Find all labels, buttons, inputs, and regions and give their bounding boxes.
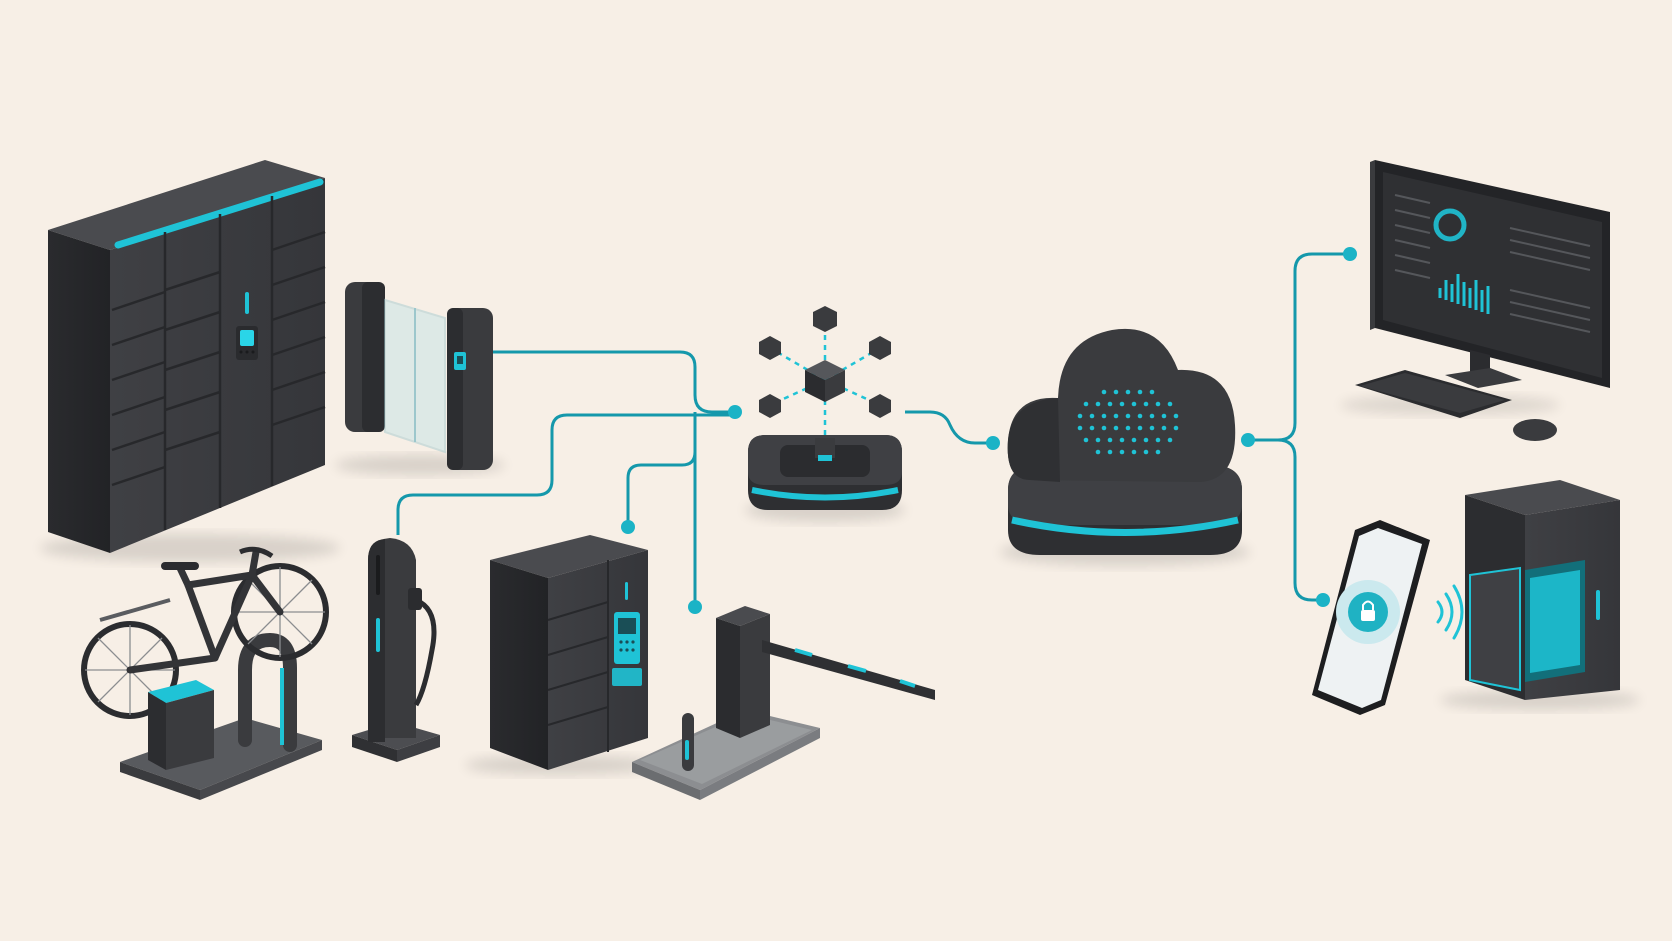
- cloud-dot: [1137, 425, 1143, 431]
- cloud-dot: [1089, 413, 1095, 419]
- cloud-dot: [1137, 389, 1143, 395]
- cloud-dot: [1143, 437, 1149, 443]
- cloud-dot: [1131, 449, 1137, 455]
- cloud-dot: [1077, 425, 1083, 431]
- cloud-dot: [1149, 389, 1155, 395]
- link-cloud-to-phone: [1277, 438, 1323, 602]
- cloud-dot: [1101, 389, 1107, 395]
- cloud-dot: [1155, 437, 1161, 443]
- cloud-dot: [1149, 413, 1155, 419]
- cloud-dot: [1119, 449, 1125, 455]
- cube-network-hub-icon: [745, 306, 905, 522]
- node-dot: [728, 405, 742, 419]
- cloud-dot: [1101, 425, 1107, 431]
- link-kiosk-to-hub: [626, 412, 697, 527]
- cloud-dot: [1167, 401, 1173, 407]
- cloud-dot: [1155, 401, 1161, 407]
- cloud-dot: [1173, 425, 1179, 431]
- cloud-dot: [1131, 437, 1137, 443]
- cloud-dot: [1083, 437, 1089, 443]
- barrier-gate-icon: [632, 606, 935, 800]
- smartphone-lock-icon: [1312, 520, 1464, 715]
- cloud-dot: [1161, 425, 1167, 431]
- connection-nodes: [621, 247, 1357, 614]
- node-dot: [688, 600, 702, 614]
- cloud-dot: [1107, 449, 1113, 455]
- cloud-dot: [1143, 449, 1149, 455]
- cloud-dot: [1095, 401, 1101, 407]
- cloud-dot: [1077, 413, 1083, 419]
- cloud-dot: [1167, 437, 1173, 443]
- cloud-dot: [1113, 389, 1119, 395]
- link-cloud-to-monitor: [1248, 252, 1350, 442]
- cloud-dot: [1155, 449, 1161, 455]
- cloud-dot: [1137, 413, 1143, 419]
- node-dot: [986, 436, 1000, 450]
- cloud-dot: [1125, 425, 1131, 431]
- locker-kiosk-icon: [465, 535, 655, 775]
- cloud-dot: [1113, 425, 1119, 431]
- cloud-dot: [1125, 389, 1131, 395]
- link-hub-to-cloud: [905, 410, 993, 445]
- cloud-dot: [1101, 413, 1107, 419]
- node-dot: [621, 520, 635, 534]
- cloud-dot: [1125, 413, 1131, 419]
- monitor-dashboard-icon: [1340, 160, 1610, 441]
- turnstile-gate-icon: [335, 282, 505, 475]
- cloud-dot: [1149, 425, 1155, 431]
- cloud-dot: [1113, 413, 1119, 419]
- cloud-dot: [1173, 413, 1179, 419]
- link-turnstile-to-hub: [486, 350, 735, 414]
- ev-charger-icon: [352, 538, 440, 762]
- cloud-dot: [1143, 401, 1149, 407]
- network-cube: [805, 360, 845, 402]
- cloud-icon: [1000, 328, 1250, 566]
- connection-lines: [396, 252, 1350, 607]
- node-dot: [1316, 593, 1330, 607]
- cloud-dot: [1161, 413, 1167, 419]
- bike-station-icon: [81, 546, 329, 800]
- cloud-dot: [1083, 401, 1089, 407]
- cloud-dot-grid: [1077, 389, 1179, 455]
- cloud-dot: [1107, 437, 1113, 443]
- cloud-dot: [1119, 437, 1125, 443]
- parcel-locker-icon: [40, 160, 340, 562]
- cloud-dot: [1095, 437, 1101, 443]
- cloud-dot: [1095, 449, 1101, 455]
- cloud-dot: [1107, 401, 1113, 407]
- node-dot: [1343, 247, 1357, 261]
- link-charger-to-hub: [396, 413, 735, 535]
- node-dot: [1241, 433, 1255, 447]
- cloud-dot: [1119, 401, 1125, 407]
- cloud-dot: [1089, 425, 1095, 431]
- cloud-dot: [1131, 401, 1137, 407]
- smart-locker-box-icon: [1440, 480, 1640, 710]
